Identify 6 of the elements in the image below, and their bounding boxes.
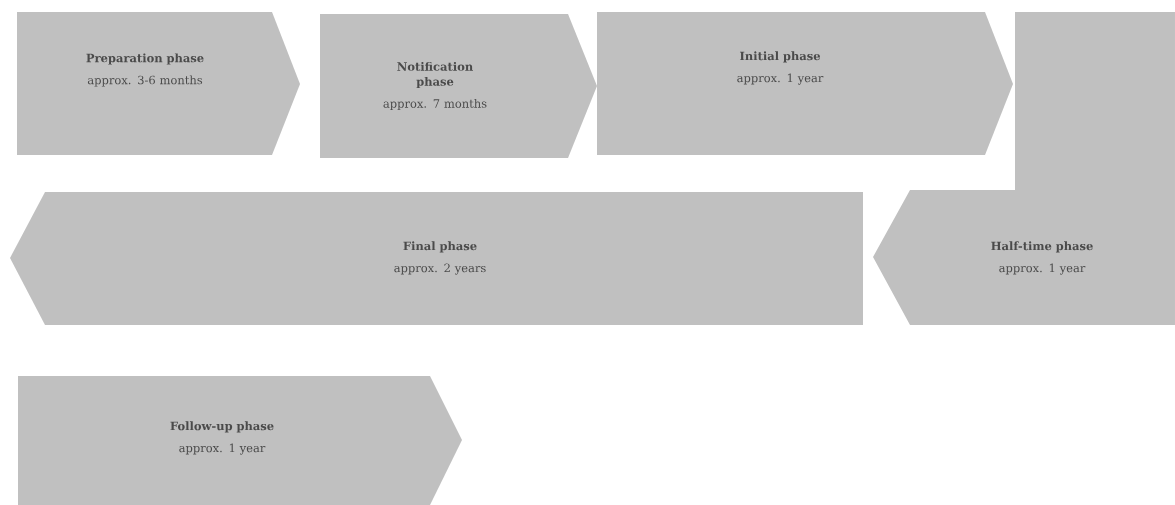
phase-box: Half-time phase approx. 1 year (873, 12, 1175, 325)
phase-box: Follow-up phase approx. 1 year (18, 376, 462, 505)
phase-box: Final phase approx. 2 years (10, 192, 863, 325)
phase-box: Notification phase approx. 7 months (320, 14, 597, 158)
phase-box: Preparation phase approx. 3-6 months (17, 12, 300, 155)
phase-box: Initial phase approx. 1 year (597, 12, 1013, 155)
